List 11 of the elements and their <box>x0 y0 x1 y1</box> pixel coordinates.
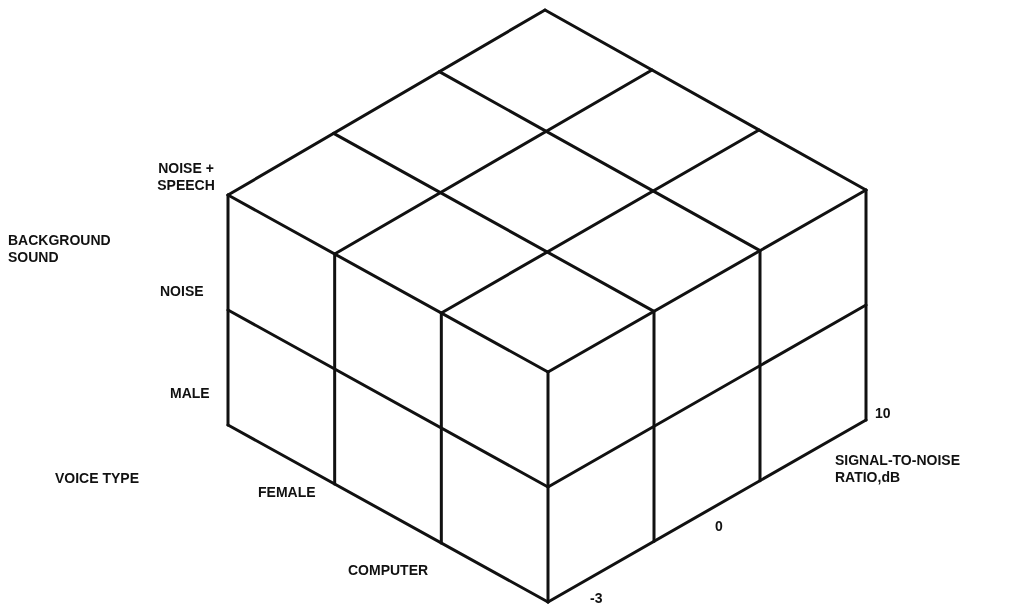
axis-title: BACKGROUND SOUND <box>8 232 112 266</box>
axis-level-label: NOISE + SPEECH <box>156 160 216 194</box>
axis-level-label: FEMALE <box>258 484 317 501</box>
axis-level-label: NOISE <box>160 283 205 300</box>
axis-level-label: 0 <box>715 518 724 535</box>
axis-level-label: COMPUTER <box>348 562 430 579</box>
axis-title: SIGNAL-TO-NOISE RATIO,dB <box>835 452 961 486</box>
axis-title: VOICE TYPE <box>55 470 141 487</box>
axis-level-label: -3 <box>590 590 604 607</box>
axis-level-label: 10 <box>875 405 892 422</box>
axis-level-label: MALE <box>170 385 211 402</box>
